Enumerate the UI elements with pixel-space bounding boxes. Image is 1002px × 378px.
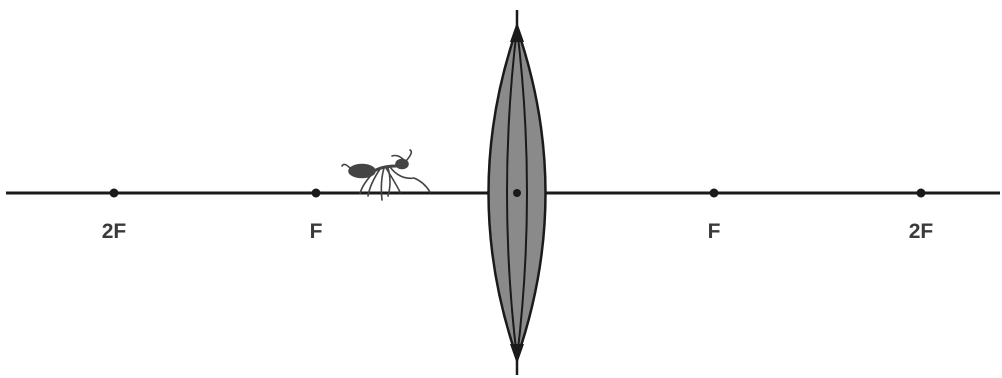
- point-right-f: [709, 188, 719, 198]
- point-left-2f: [109, 188, 119, 198]
- ant-icon: [341, 149, 431, 201]
- lens-tip-top: [510, 22, 524, 42]
- point-right-2f: [916, 188, 926, 198]
- label-right-f: F: [708, 220, 721, 243]
- label-left-2f: 2F: [102, 220, 127, 243]
- lens-tip-bottom: [510, 344, 524, 364]
- lens-inner-curves: [506, 27, 528, 359]
- point-center: [513, 189, 521, 197]
- point-left-f: [311, 188, 321, 198]
- label-left-f: F: [310, 220, 323, 243]
- label-right-2f: 2F: [909, 220, 934, 243]
